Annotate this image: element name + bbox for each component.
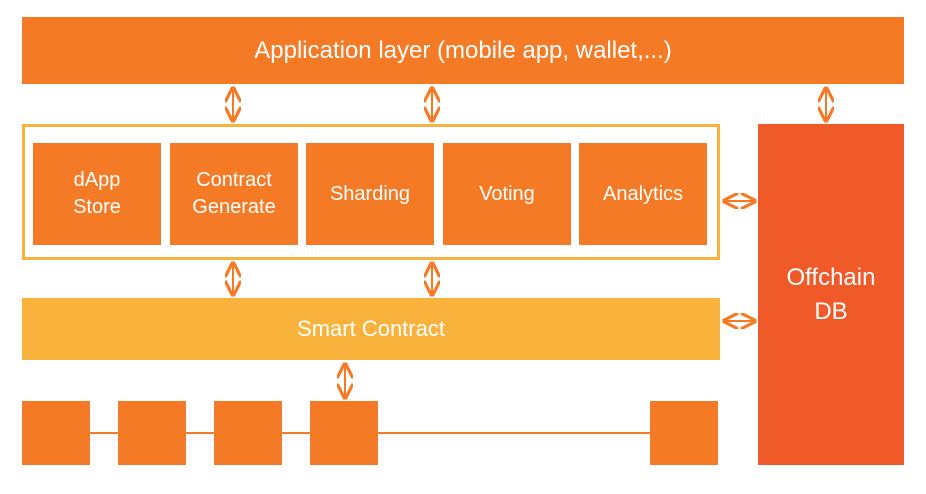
offchain-db-label: Offchain DB	[786, 263, 876, 325]
application-layer-label: Application layer (mobile app, wallet,..…	[254, 36, 672, 64]
module-analytics-label: Analytics	[602, 182, 684, 205]
chain-block-3	[214, 401, 282, 465]
smart-contract-bar: Smart Contract	[22, 298, 720, 360]
module-analytics: Analytics	[579, 143, 707, 245]
chain-block-4	[310, 401, 378, 465]
module-contract-generate: Contract Generate	[170, 143, 298, 245]
module-voting: Voting	[443, 143, 571, 245]
module-dapp-store-label: dApp Store	[73, 169, 121, 218]
module-sharding-label: Sharding	[329, 182, 411, 205]
module-sharding: Sharding	[306, 143, 434, 245]
chain-block-2	[118, 401, 186, 465]
module-dapp-store: dApp Store	[33, 143, 161, 245]
offchain-db-column: Offchain DB	[758, 124, 904, 465]
chain-block-5	[650, 401, 718, 465]
smart-contract-label: Smart Contract	[297, 316, 445, 341]
chain-block-1	[22, 401, 90, 465]
module-contract-generate-label: Contract Generate	[192, 169, 276, 218]
module-voting-label: Voting	[479, 182, 535, 205]
application-layer-bar: Application layer (mobile app, wallet,..…	[22, 17, 904, 84]
